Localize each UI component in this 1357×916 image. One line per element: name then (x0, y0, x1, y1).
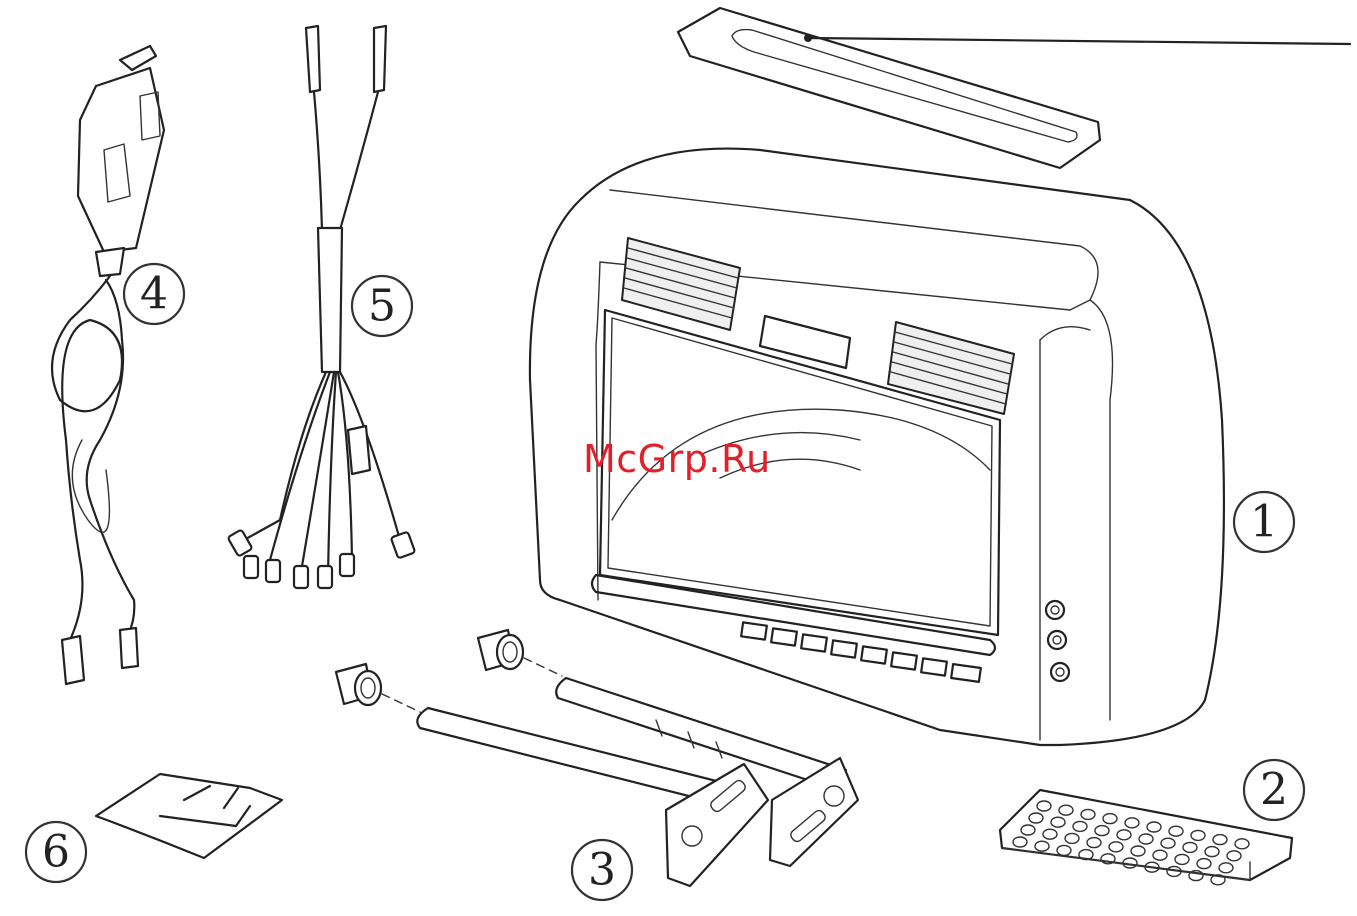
top-cover-plate (678, 8, 1350, 168)
post-sleeve-rear (478, 630, 523, 670)
monitor-unit (530, 8, 1350, 745)
callout-5: 5 (352, 276, 412, 336)
callout-3: 3 (572, 840, 632, 900)
watermark: McGrp.Ru (583, 437, 771, 481)
callout-5-label: 5 (368, 281, 396, 332)
callout-6-label: 6 (42, 827, 70, 878)
callout-4: 4 (124, 264, 184, 324)
callout-6: 6 (26, 822, 86, 882)
callout-4-label: 4 (140, 269, 168, 320)
callout-3-label: 3 (588, 845, 616, 896)
callout-2: 2 (1244, 760, 1304, 820)
post-sleeve-front (336, 664, 381, 705)
callout-1-label: 1 (1250, 497, 1278, 548)
car-power-adapter (52, 46, 164, 684)
screw-kit (96, 774, 282, 858)
callout-1: 1 (1234, 492, 1294, 552)
callout-2-label: 2 (1260, 765, 1288, 816)
